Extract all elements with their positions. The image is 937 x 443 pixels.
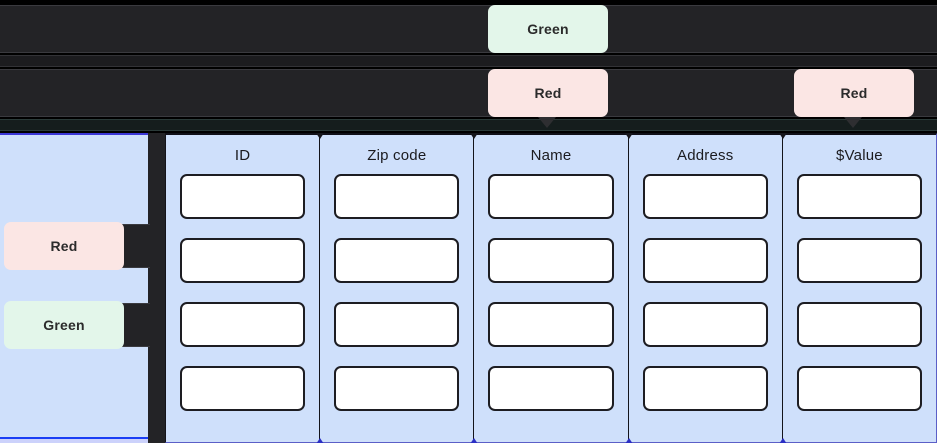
column-header-id[interactable]: ID [234,147,251,164]
cell-name-row2[interactable] [488,238,614,283]
table-column-name: Name [470,133,628,443]
column-tick-top-name [470,133,479,139]
cell-zip-code-row4[interactable] [334,366,460,411]
band-teal [0,119,937,131]
cell-id-row4[interactable] [180,366,306,411]
badge-red-right[interactable]: Red [794,69,914,117]
cell-address-row4[interactable] [642,366,768,411]
badge-red-middle[interactable]: Red [488,69,608,117]
column-header-name[interactable]: Name [530,147,572,164]
band-lower [0,69,937,117]
column-header-address[interactable]: Address [676,147,734,164]
column-header-value[interactable]: $Value [836,147,883,164]
left-blue-panel [0,133,161,439]
table-column-id: ID [165,133,320,443]
cell-address-row1[interactable] [642,174,768,219]
cell-name-row3[interactable] [488,302,614,347]
table-column-address: Address [624,133,782,443]
column-tick-top-value [778,133,787,139]
data-table: ID Zip code Name Address $Value [165,133,937,443]
column-tick-bottom-name [470,438,479,443]
cell-zip-code-row1[interactable] [334,174,460,219]
table-column-value: $Value [778,133,937,443]
cell-id-row1[interactable] [180,174,306,219]
badge-pointer-red-right [844,117,862,128]
cell-zip-code-row2[interactable] [334,238,460,283]
column-tick-bottom-address [624,438,633,443]
column-tick-bottom-zip-code [316,438,325,443]
table-column-zip-code: Zip code [316,133,474,443]
cell-address-row3[interactable] [642,302,768,347]
cell-id-row2[interactable] [180,238,306,283]
column-tick-top-zip-code [316,133,325,139]
badge-green-top[interactable]: Green [488,5,608,53]
cell-name-row4[interactable] [488,366,614,411]
badge-red-left[interactable]: Red [4,222,124,270]
column-header-zip-code[interactable]: Zip code [367,147,427,164]
column-tick-top-address [624,133,633,139]
cell-name-row1[interactable] [488,174,614,219]
cell-id-row3[interactable] [180,302,306,347]
left-divider-bar [148,133,165,443]
badge-green-left[interactable]: Green [4,301,124,349]
cell-address-row2[interactable] [642,238,768,283]
column-tick-bottom-value [778,438,787,443]
band-middle [0,55,937,67]
cell-value-row1[interactable] [796,174,923,219]
cell-zip-code-row3[interactable] [334,302,460,347]
cell-value-row3[interactable] [796,302,923,347]
cell-value-row2[interactable] [796,238,923,283]
band-top [0,5,937,53]
cell-value-row4[interactable] [796,366,923,411]
badge-pointer-red-middle [538,117,556,128]
